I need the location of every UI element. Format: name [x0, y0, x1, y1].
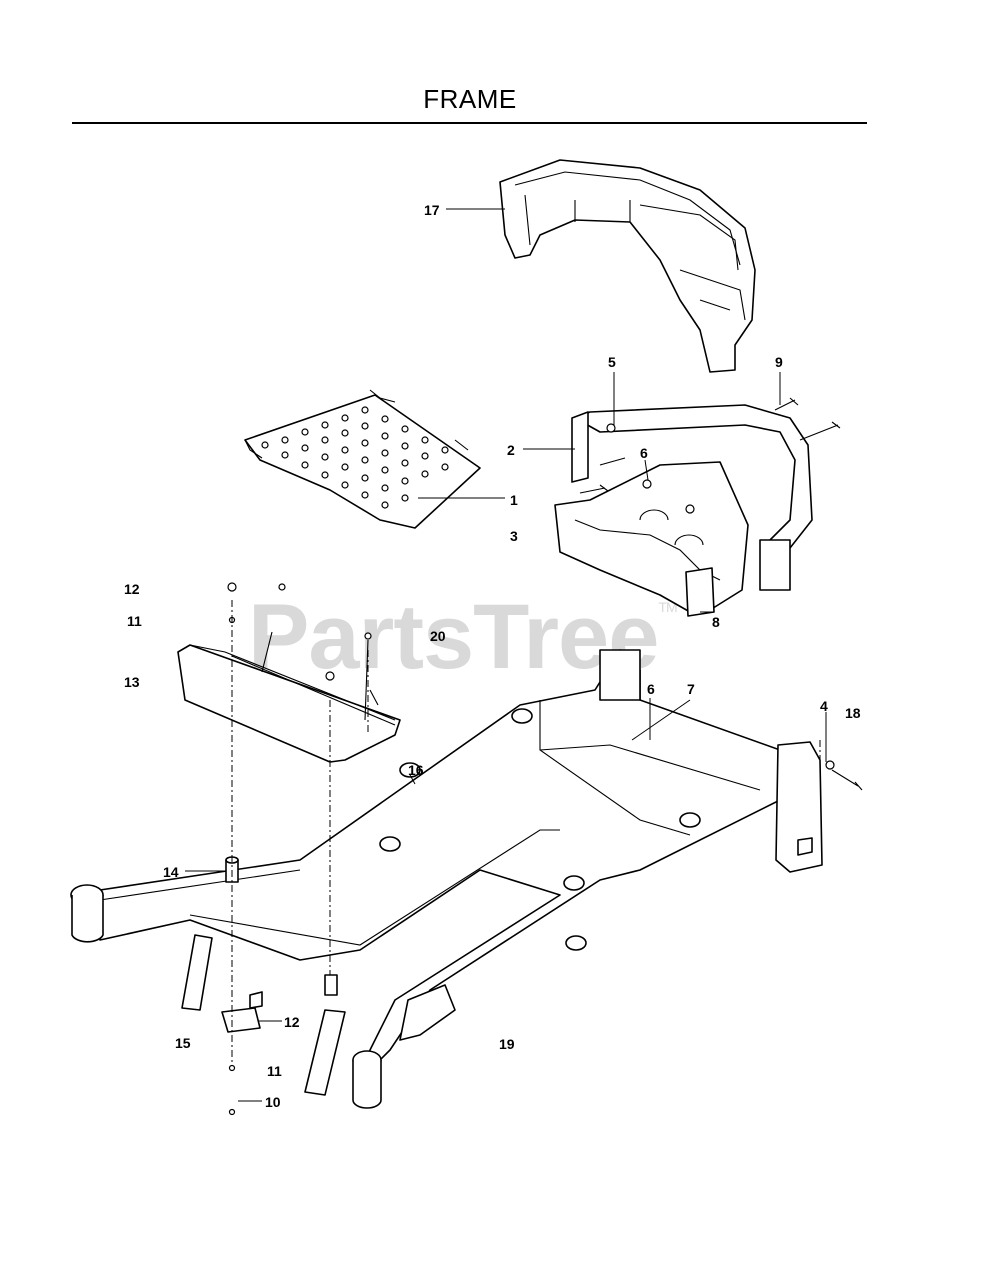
title-rule: [72, 122, 867, 124]
callout-4: 4: [820, 698, 828, 714]
callout-8: 8: [712, 614, 720, 630]
callout-19: 19: [499, 1036, 515, 1052]
watermark-text: PartsTree: [248, 586, 659, 688]
callout-10: 10: [265, 1094, 281, 1110]
callout-11-lower: 11: [267, 1063, 282, 1079]
callout-20: 20: [430, 628, 446, 644]
callout-14: 14: [163, 864, 179, 880]
part-1-floor-plate: [244, 389, 481, 529]
callout-2: 2: [507, 442, 515, 458]
callout-7: 7: [687, 681, 695, 697]
part-19-main-frame: [70, 649, 823, 1109]
callout-3: 3: [510, 528, 518, 544]
part-12-lower-bracket: [221, 991, 263, 1033]
callout-6-upper: 6: [640, 445, 648, 461]
callout-11-upper: 11: [127, 613, 142, 629]
part-8-rear-bracket: [554, 461, 749, 617]
diagram-title: FRAME: [423, 84, 517, 114]
part-15-caster-legs: [181, 934, 456, 1096]
assembly-lines: [231, 600, 821, 1065]
callout-12-upper: 12: [124, 581, 140, 597]
callout-18: 18: [845, 705, 861, 721]
callout-16: 16: [408, 762, 424, 778]
callout-1: 1: [510, 492, 518, 508]
part-2-seat-bracket: [571, 404, 813, 591]
callout-15: 15: [175, 1035, 191, 1051]
callout-13: 13: [124, 674, 140, 690]
callout-6-lower: 6: [647, 681, 655, 697]
watermark: PartsTreeTM: [248, 585, 678, 690]
left-hardware: [227, 582, 863, 1116]
leader-lines: [185, 208, 827, 1102]
callout-17: 17: [424, 202, 440, 218]
callout-12-lower: 12: [284, 1014, 300, 1030]
upper-hardware: [579, 397, 841, 514]
callout-9: 9: [775, 354, 783, 370]
floor-plate-holes: [261, 406, 449, 509]
part-17-seat-shroud: [499, 159, 756, 373]
callout-5: 5: [608, 354, 616, 370]
